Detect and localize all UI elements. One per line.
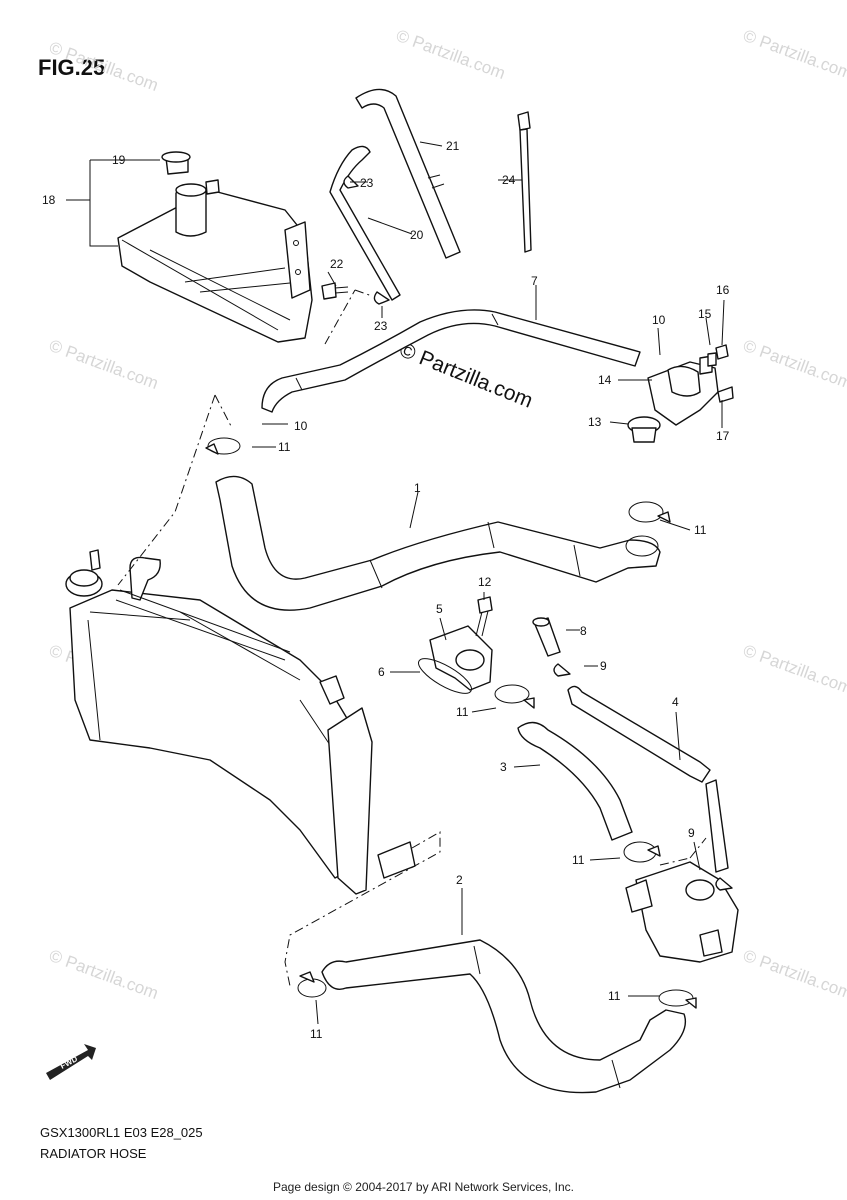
mounting-bolt [321,282,349,300]
hose-clamp [494,684,535,709]
water-pump-inlet-hose [517,721,633,841]
hose-clamp [373,291,390,305]
watermark: © Partzilla.com [47,38,161,95]
thermostat [627,416,661,443]
hose-clip [715,877,733,891]
watermark: © Partzilla.com [741,336,847,393]
callout-20: 20 [410,228,424,242]
o-ring [418,658,472,694]
hose-clamp [205,437,241,455]
callout-4: 4 [672,695,679,709]
outlet-bolt [475,596,493,637]
hose-clamp [297,971,327,998]
callout-11: 11 [278,440,291,454]
radiator [65,549,416,895]
callout-8: 8 [580,624,587,638]
guide-lines [117,289,707,987]
callout-7: 7 [531,274,538,288]
watermark: © Partzilla.com [394,26,508,83]
hose-clip [553,663,571,677]
outlet-pipe [429,625,493,691]
callout-9: 9 [600,659,607,673]
water-pump [625,861,739,963]
callout-15: 15 [698,307,712,321]
callout-11: 11 [572,853,585,867]
hose-clamp [658,989,697,1009]
callout-9: 9 [688,826,695,840]
callout-layer: 18 19 21 23 20 22 23 24 7 16 10 15 14 13… [42,139,730,1041]
leader-lines [66,141,725,1025]
callout-18: 18 [42,193,56,207]
callout-23: 23 [374,319,388,333]
model-code: GSX1300RL1 E03 E28_025 [40,1125,203,1140]
cable-tie [517,111,532,253]
water-pump-bypass-hose-lower [705,779,729,873]
callout-11: 11 [608,989,621,1003]
callout-16: 16 [716,283,730,297]
copyright-footer: Page design © 2004-2017 by ARI Network S… [272,1180,574,1194]
reservoir-tank [117,179,313,343]
section-name: RADIATOR HOSE [40,1146,147,1161]
callout-10: 10 [652,313,666,327]
figure-title: FIG.25 [38,55,106,80]
fwd-arrow: FWD [46,1044,96,1080]
callout-11: 11 [456,705,469,719]
water-pump-bypass-hose [567,685,711,783]
callout-12: 12 [478,575,492,589]
callout-24: 24 [502,173,516,187]
callout-10: 10 [294,419,308,433]
callout-14: 14 [598,373,612,387]
union-fitting [532,617,561,657]
water-pump-outlet-hose [321,939,687,1094]
callout-2: 2 [456,873,463,887]
radiator-inlet-hose [215,475,661,611]
watermark: © Partzilla.com [741,641,847,698]
hose-clamp [628,501,671,523]
callout-13: 13 [588,415,602,429]
reservoir-cap [161,151,191,175]
callout-19: 19 [112,153,126,167]
callout-21: 21 [446,139,460,153]
callout-1: 1 [414,481,421,495]
callout-17: 17 [716,429,730,443]
callout-5: 5 [436,602,443,616]
callout-11: 11 [694,523,707,537]
watermark: © Partzilla.com [741,946,847,1003]
watermark: © Partzilla.com [741,26,847,83]
callout-22: 22 [330,257,344,271]
overflow-hose [355,88,461,259]
callout-3: 3 [500,760,507,774]
callout-11: 11 [310,1027,323,1041]
hose-clamp [623,841,661,863]
housing-bolt [707,344,734,403]
callout-6: 6 [378,665,385,679]
bypass-hose [261,309,641,413]
center-watermark: © Partzilla.com [396,338,536,412]
callout-23: 23 [360,176,374,190]
breather-hose [329,145,401,301]
watermark: © Partzilla.com [47,336,161,393]
watermark: © Partzilla.com [47,946,161,1003]
